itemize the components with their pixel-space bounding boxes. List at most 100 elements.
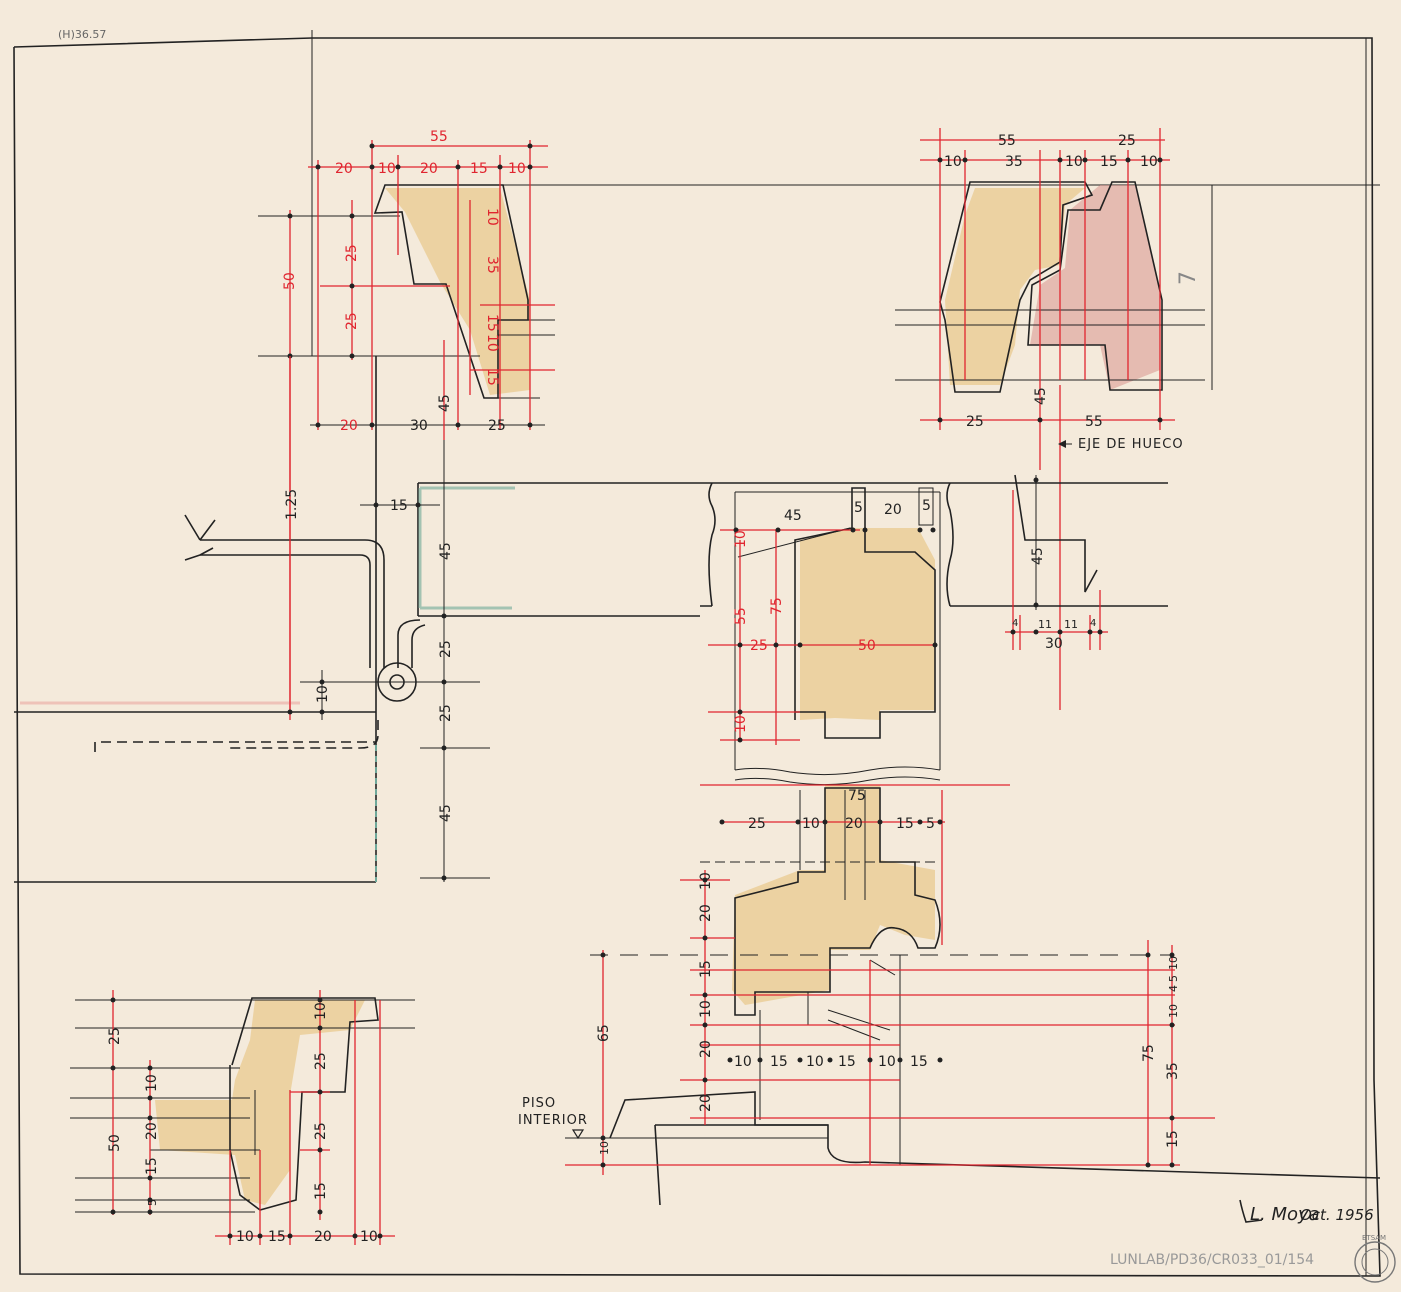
dim-label: 20 <box>884 502 902 518</box>
dim-label: 25 <box>438 704 454 722</box>
dim-label: 25 <box>313 1052 329 1070</box>
dim-label: 55 <box>430 129 448 145</box>
dim-label: 5 <box>1167 975 1180 982</box>
detail-left-wall: 1.25 15 45 25 10 25 45 <box>14 356 712 883</box>
dim-label: 50 <box>282 272 298 290</box>
dim-label: 20 <box>420 161 438 177</box>
dim-label: 10 <box>598 1141 611 1155</box>
dim-label: 10 <box>1167 956 1180 970</box>
dim-label: 25 <box>344 312 360 330</box>
dim-label: 10 <box>1140 154 1158 170</box>
dim-label: 15 <box>838 1054 856 1070</box>
dim-label: 10 <box>733 715 749 733</box>
dim-label: 10 <box>1065 154 1083 170</box>
dim-label: 30 <box>1045 636 1063 652</box>
detail-right-small: 45 4 11 11 4 30 <box>1005 474 1108 652</box>
label-piso: PISO <box>522 1096 556 1111</box>
dim-label: 10 <box>734 1054 752 1070</box>
title-block: L. Moya Oct. 1956 LUNLAB/PD36/CR033_01/1… <box>1110 1199 1396 1283</box>
etsam-seal-inner <box>1361 1248 1389 1276</box>
dim-label: 55 <box>1085 414 1103 430</box>
dim-label: 50 <box>858 638 876 654</box>
dim-label: 45 <box>437 394 453 412</box>
dim-label: 65 <box>596 1024 612 1042</box>
dim-label: 45 <box>1033 387 1049 405</box>
detail-bottom-left: 25 10 20 15 5 50 10 25 25 15 10 15 20 10 <box>70 990 415 1245</box>
section-outline <box>373 184 529 399</box>
detail-center-lower: 75 25 10 20 15 5 10 20 15 10 20 20 65 10… <box>518 784 1381 1206</box>
dim-label: 20 <box>335 161 353 177</box>
dim-label: 15 <box>1165 1130 1181 1148</box>
dim-label: 50 <box>107 1134 123 1152</box>
dim-label: 15 <box>470 161 488 177</box>
dim-label: 25 <box>1118 133 1136 149</box>
dim-label: 25 <box>750 638 768 654</box>
dim-label: 35 <box>484 256 500 274</box>
dim-label: 20 <box>698 904 714 922</box>
dim-label: 5 <box>922 498 931 514</box>
dim-label: 45 <box>784 508 802 524</box>
dim-label: 15 <box>144 1157 160 1175</box>
dim-label: 5 <box>854 500 863 516</box>
dim-label: 10 <box>378 161 396 177</box>
dim-label: 45 <box>438 804 454 822</box>
dim-label: 10 <box>313 1002 329 1020</box>
section-outline-right <box>1027 181 1163 391</box>
label-eje-de-hueco: EJE DE HUECO <box>1078 437 1184 452</box>
detail-center-upper: 45 5 20 5 10 55 75 25 10 50 <box>700 482 1168 786</box>
dim-label: 5 <box>926 816 935 832</box>
dim-label: 10 <box>508 161 526 177</box>
dim-label: 15 <box>484 314 500 332</box>
dim-label: 15 <box>910 1054 928 1070</box>
dim-label: 20 <box>144 1122 160 1140</box>
dim-label: 35 <box>1005 154 1023 170</box>
dim-label: 35 <box>1165 1062 1181 1080</box>
level-marker-icon <box>571 1129 585 1140</box>
dim-label: 75 <box>1141 1044 1157 1062</box>
dim-label: 11 <box>1038 618 1052 631</box>
dim-label: 5 <box>146 1199 159 1206</box>
dim-label: 25 <box>748 816 766 832</box>
archive-reference: LUNLAB/PD36/CR033_01/154 <box>1110 1252 1314 1268</box>
dim-label: 15 <box>313 1182 329 1200</box>
dim-label: 25 <box>313 1122 329 1140</box>
arrow-head-icon <box>1058 440 1066 448</box>
dim-label: 45 <box>1030 547 1046 565</box>
dim-label: 10 <box>944 154 962 170</box>
guide-line <box>869 959 896 976</box>
dim-label: 10 <box>236 1229 254 1245</box>
dim-label: 4 <box>1012 618 1018 629</box>
dim-label: 10 <box>698 1000 714 1018</box>
signature-date: Oct. 1956 <box>1300 1206 1374 1224</box>
detail-top-right: 55 25 10 35 10 15 10 25 45 55 7 EJE DE H… <box>895 128 1213 710</box>
etsam-seal-text: ETSAM <box>1362 1234 1386 1242</box>
dim-label: 25 <box>966 414 984 430</box>
etsam-seal-icon <box>1354 1241 1396 1283</box>
dim-label: 15 <box>698 960 714 978</box>
dim-label: 20 <box>314 1229 332 1245</box>
dim-label: 15 <box>770 1054 788 1070</box>
dim-label: 20 <box>698 1040 714 1058</box>
dim-label: 10 <box>484 334 500 352</box>
dim-label: 10 <box>360 1229 378 1245</box>
dim-label: 25 <box>344 244 360 262</box>
dim-label: 15 <box>390 498 408 514</box>
sheet-reference-top: (H)36.57 <box>58 28 106 41</box>
dim-label: 10 <box>733 530 749 548</box>
dim-label: 20 <box>698 1094 714 1112</box>
dim-label: 20 <box>340 418 358 434</box>
dim-label: 10 <box>484 208 500 226</box>
dim-label: 10 <box>802 816 820 832</box>
signature-mark <box>1239 1199 1263 1223</box>
dim-label: 4 <box>1090 618 1096 629</box>
dim-label: 11 <box>1064 618 1078 631</box>
dim-label: 25 <box>107 1027 123 1045</box>
dim-label: 55 <box>733 607 749 625</box>
dim-label: 1.25 <box>284 489 300 520</box>
dim-label: 15 <box>484 368 500 386</box>
dim-label: 15 <box>268 1229 286 1245</box>
dim-label: 10 <box>806 1054 824 1070</box>
dim-label: 25 <box>438 640 454 658</box>
